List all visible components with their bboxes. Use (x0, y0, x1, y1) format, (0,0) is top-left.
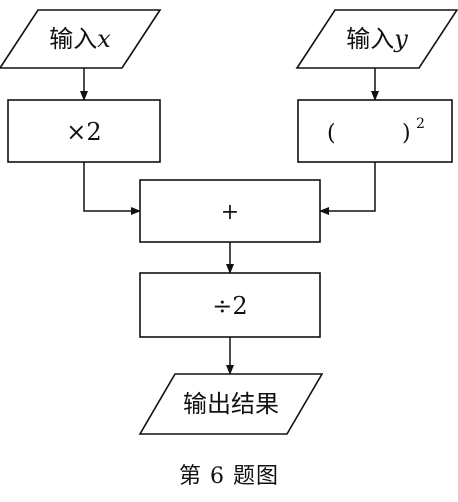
output-text: 输出结果 (183, 390, 279, 418)
times-two-node: ×2 (7, 99, 161, 163)
input-y-text: 输入y (346, 25, 408, 53)
divide-two-node: ÷2 (139, 272, 321, 338)
arrow-square-to-plus (319, 162, 376, 215)
square-node: ( ) 2 (297, 99, 453, 163)
plus-node: + (139, 179, 321, 243)
output-node: 输出结果 (138, 373, 324, 435)
times-two-text: ×2 (66, 118, 101, 146)
square-close-paren: ) (402, 121, 411, 146)
divide-two-text: ÷2 (212, 292, 247, 320)
input-x-text: 输入x (49, 25, 111, 53)
square-open-paren: ( (327, 121, 336, 146)
plus-text: + (221, 200, 239, 225)
input-y-node: 输入y (295, 9, 458, 69)
square-exponent: 2 (416, 116, 425, 132)
arrow-times-two-to-plus (83, 162, 141, 215)
figure-caption: 第 6 题图 (179, 464, 279, 489)
input-x-node: 输入x (0, 9, 162, 69)
